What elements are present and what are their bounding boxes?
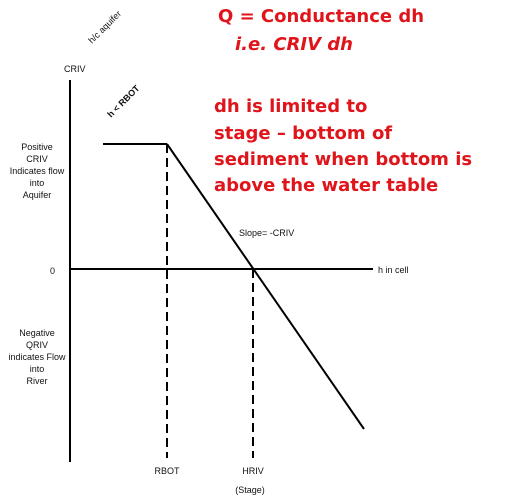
positive-line: Indicates flow	[10, 166, 65, 176]
negative-line: QRIV	[26, 340, 48, 350]
equation-line-2: i.e. CRIV dh	[235, 34, 353, 55]
note-block: dh is limited to stage – bottom of sedim…	[214, 96, 472, 196]
note-line: above the water table	[214, 175, 438, 196]
note-line: stage – bottom of	[214, 123, 392, 144]
zero-label: 0	[50, 266, 55, 276]
equation-line-1: Q = Conductance dh	[218, 6, 424, 27]
positive-label: Positive CRIV Indicates flow into Aquife…	[10, 142, 65, 200]
hriv-label: HRIV	[242, 466, 264, 476]
negative-line: indicates Flow	[8, 352, 66, 362]
negative-line: Negative	[19, 328, 55, 338]
stage-label: (Stage)	[235, 485, 265, 495]
slope-segment	[166, 143, 365, 430]
positive-line: CRIV	[26, 154, 48, 164]
slope-label: Slope= -CRIV	[239, 228, 294, 238]
h-in-cell-label: h in cell	[378, 265, 409, 275]
positive-line: into	[30, 178, 45, 188]
disconnected-label: h/c aquifer	[86, 9, 123, 46]
negative-label: Negative QRIV indicates Flow into River	[8, 328, 66, 386]
positive-line: Aquifer	[23, 190, 52, 200]
y-axis-title: CRIV	[64, 64, 86, 74]
h-lt-rbot-label: h < RBOT	[105, 83, 142, 120]
negative-line: River	[26, 376, 47, 386]
negative-line: into	[30, 364, 45, 374]
rbot-label: RBOT	[154, 466, 180, 476]
note-line: sediment when bottom is	[214, 149, 472, 170]
positive-line: Positive	[21, 142, 53, 152]
note-line: dh is limited to	[214, 96, 367, 117]
